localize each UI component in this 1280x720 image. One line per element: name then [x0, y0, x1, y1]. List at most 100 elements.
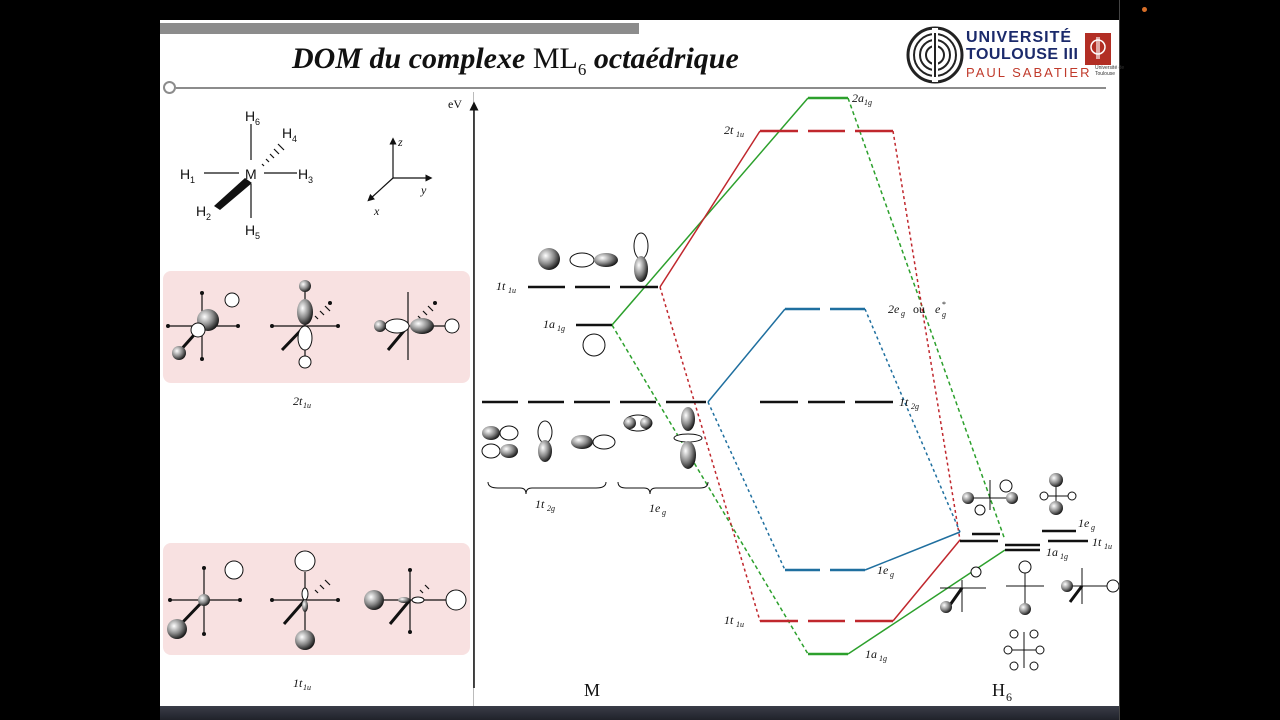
logo-small-text: Université de Toulouse [1095, 65, 1125, 77]
orbital-sketch-1t1u-x [167, 560, 244, 639]
level-m-1eg: 1e [649, 501, 661, 515]
corr-a1g-h-up [847, 97, 1006, 541]
corr-a1g-down [611, 324, 809, 655]
corr-eg-up [707, 308, 786, 403]
atom-h1-sub: 1 [190, 175, 195, 185]
atom-h5-sub: 5 [255, 231, 260, 241]
complex-levels [760, 96, 893, 656]
level-m-1t1u: 1t [496, 279, 506, 293]
slide-title: DOM du complexe ML6 octaédrique [292, 42, 739, 80]
level-c-2a1g: 2a [852, 91, 864, 105]
atom-h4: H [282, 125, 292, 141]
corr-eg-h-up [864, 308, 961, 533]
fragment-h6-label: H [992, 680, 1005, 700]
atom-h5: H [245, 222, 255, 238]
level-c-1t2g-sub: 2g [911, 402, 919, 411]
axis-y-label: y [420, 183, 427, 197]
atom-h4-sub: 4 [292, 134, 297, 144]
ligand-levels [960, 529, 1088, 552]
orbital-sketch-1t1u-z [270, 550, 340, 650]
atom-h2-sub: 2 [206, 212, 211, 222]
corr-t1u-down [659, 286, 761, 622]
ligand-a1g-icon [1003, 629, 1045, 671]
atom-m: M [245, 166, 257, 182]
level-c-2eg-or: ou [913, 302, 925, 316]
ligand-t1u-icon-1 [940, 566, 986, 613]
rule-circle [163, 81, 176, 94]
corr-a1g-h-down [847, 549, 1006, 655]
level-c-2eg-sub: g [901, 309, 905, 318]
level-c-2t1u-sub: 1u [736, 130, 744, 139]
axis-x-label: x [373, 204, 380, 218]
level-c-2eg-alt-sup: * [942, 300, 946, 309]
level-c-2eg-alt-sub: g [942, 310, 946, 319]
level-c-2a1g-sub: 1g [864, 98, 872, 107]
title-formula-sub: 6 [577, 60, 587, 79]
metal-p-orbital-icon [538, 248, 560, 270]
metal-levels [482, 285, 706, 404]
level-c-1t1u-sub: 1u [736, 620, 744, 629]
window-edge [1119, 0, 1120, 720]
fragment-h6-sub: 6 [1006, 690, 1012, 704]
orbital-sketch-2t1u-y [374, 292, 460, 360]
box1-label-sub: 1u [303, 401, 311, 410]
slide: DOM du complexe ML6 octaédrique UNIVERSI… [160, 20, 1124, 706]
box1-label: 2t [293, 394, 303, 408]
level-h-1t1u: 1t [1092, 535, 1102, 549]
fragment-m-label: M [584, 680, 600, 700]
level-m-1a1g-sub: 1g [557, 324, 565, 333]
logo-line2: TOULOUSE III [966, 46, 1079, 63]
title-suffix: octaédrique [593, 42, 739, 75]
correlation-lines [611, 97, 1006, 655]
level-c-1eg: 1e [877, 563, 889, 577]
axes-triad: z y x [367, 135, 433, 218]
atom-h6-sub: 6 [255, 117, 260, 127]
metal-s-orbital-icon [582, 333, 606, 357]
level-c-1a1g: 1a [865, 647, 877, 661]
level-c-1t2g: 1t [899, 395, 909, 409]
level-c-2t1u: 2t [724, 123, 734, 137]
corr-t1u-h-down [892, 539, 961, 622]
ligand-eg-icon-1 [962, 479, 1018, 516]
level-c-1a1g-sub: 1g [879, 654, 887, 663]
title-rule [176, 87, 1106, 89]
orbital-sketch-1t1u-y [364, 568, 467, 634]
atom-h2: H [196, 203, 206, 219]
logo-line1: UNIVERSITÉ [966, 29, 1073, 46]
level-h-1eg-sub: g [1091, 523, 1095, 532]
atom-h6: H [245, 108, 255, 124]
atom-h1: H [180, 166, 190, 182]
level-h-1a1g-sub: 1g [1060, 552, 1068, 561]
level-m-1t2g-sub: 2g [547, 504, 555, 513]
logo-seal-icon [1085, 33, 1111, 65]
level-h-1t1u-sub: 1u [1104, 542, 1112, 551]
energy-axis-label: eV [448, 97, 462, 111]
ligand-orbital-icons [940, 473, 1119, 671]
level-m-1a1g: 1a [543, 317, 555, 331]
box2-label-sub: 1u [303, 683, 311, 692]
atom-h3: H [298, 166, 308, 182]
level-m-1t2g: 1t [535, 497, 545, 511]
corr-t1u-up [659, 130, 761, 288]
corr-t1u-h-up [892, 130, 961, 541]
brace-t2g [487, 481, 607, 495]
corr-eg-h-down [864, 531, 961, 571]
ligand-t1u-icon-3 [1061, 568, 1119, 604]
box2-label: 1t [293, 676, 303, 690]
ligand-eg-icon-2 [1039, 473, 1077, 515]
metal-d-orbital-icon [481, 407, 703, 469]
title-formula: ML [532, 42, 578, 75]
level-c-2eg-alt: e [935, 302, 941, 316]
level-c-2eg: 2e [888, 302, 900, 316]
level-c-1t1u: 1t [724, 613, 734, 627]
atom-h3-sub: 3 [308, 175, 313, 185]
level-h-1a1g: 1a [1046, 545, 1058, 559]
corr-eg-down [707, 401, 786, 571]
logo-line3: PAUL SABATIER [966, 65, 1092, 80]
mo-diagram: M H 6 H 4 H 1 H 3 H 2 H 5 z y x [166, 91, 1119, 704]
metal-orbital-icons [481, 232, 703, 469]
level-h-1eg: 1e [1078, 516, 1090, 530]
level-m-1t1u-sub: 1u [508, 286, 516, 295]
brace-eg [617, 481, 709, 495]
octahedral-molecule: M H 6 H 4 H 1 H 3 H 2 H 5 [180, 108, 313, 241]
